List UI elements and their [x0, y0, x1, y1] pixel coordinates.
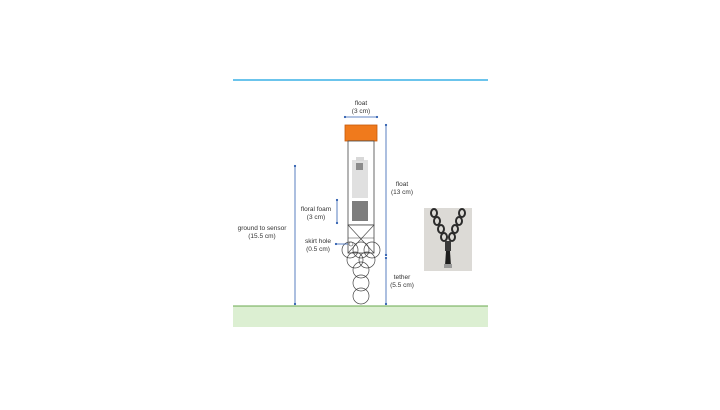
- sensor-chip: [356, 163, 363, 170]
- ground-area: [233, 306, 488, 327]
- floral-foam-block: [352, 201, 368, 221]
- label-float-side: float (13 cm): [388, 181, 416, 197]
- tether-chain-photo-icon: [424, 208, 472, 271]
- sensor-tip: [356, 157, 364, 161]
- float-cap: [345, 125, 377, 141]
- label-tether: tether (5.5 cm): [388, 274, 416, 290]
- label-ground-to-sensor: ground to sensor (15.5 cm): [233, 225, 291, 241]
- tether-chain-photo-svg: [424, 208, 472, 271]
- label-floral-foam: floral foam (3 cm): [297, 206, 335, 222]
- label-float-top: float (3 cm): [341, 100, 381, 116]
- label-skirt-hole: skirt hole (0.5 cm): [301, 238, 335, 254]
